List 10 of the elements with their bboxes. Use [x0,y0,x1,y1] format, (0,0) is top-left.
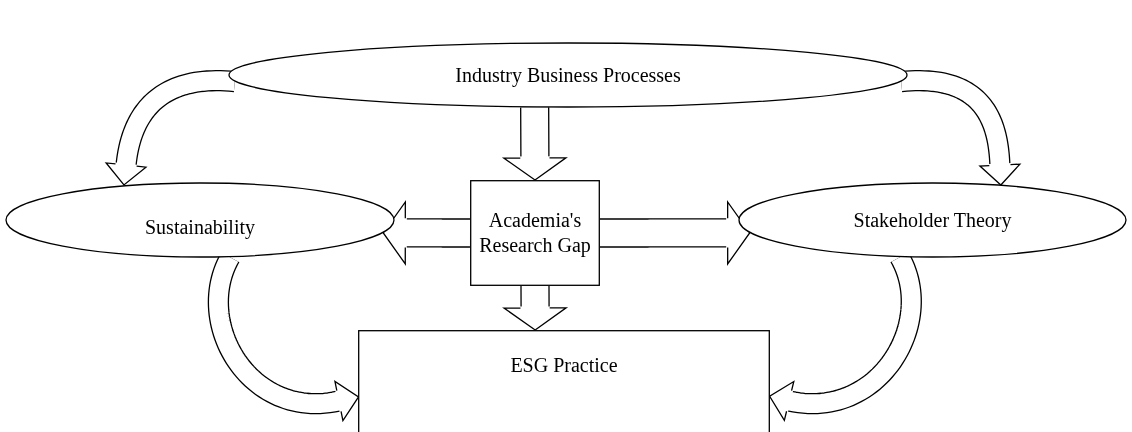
ellipse-node [5,182,395,258]
node-label: Sustainability [145,214,255,240]
process-box [470,180,600,286]
ellipse-node [738,182,1127,258]
node-label: Academia's Research Gap [478,208,592,258]
ellipse-node [228,42,908,108]
node-label: Industry Business Processes [455,62,681,88]
node-label: ESG Practice [510,352,618,378]
process-box [358,330,770,432]
node-label: Stakeholder Theory [853,207,1012,233]
